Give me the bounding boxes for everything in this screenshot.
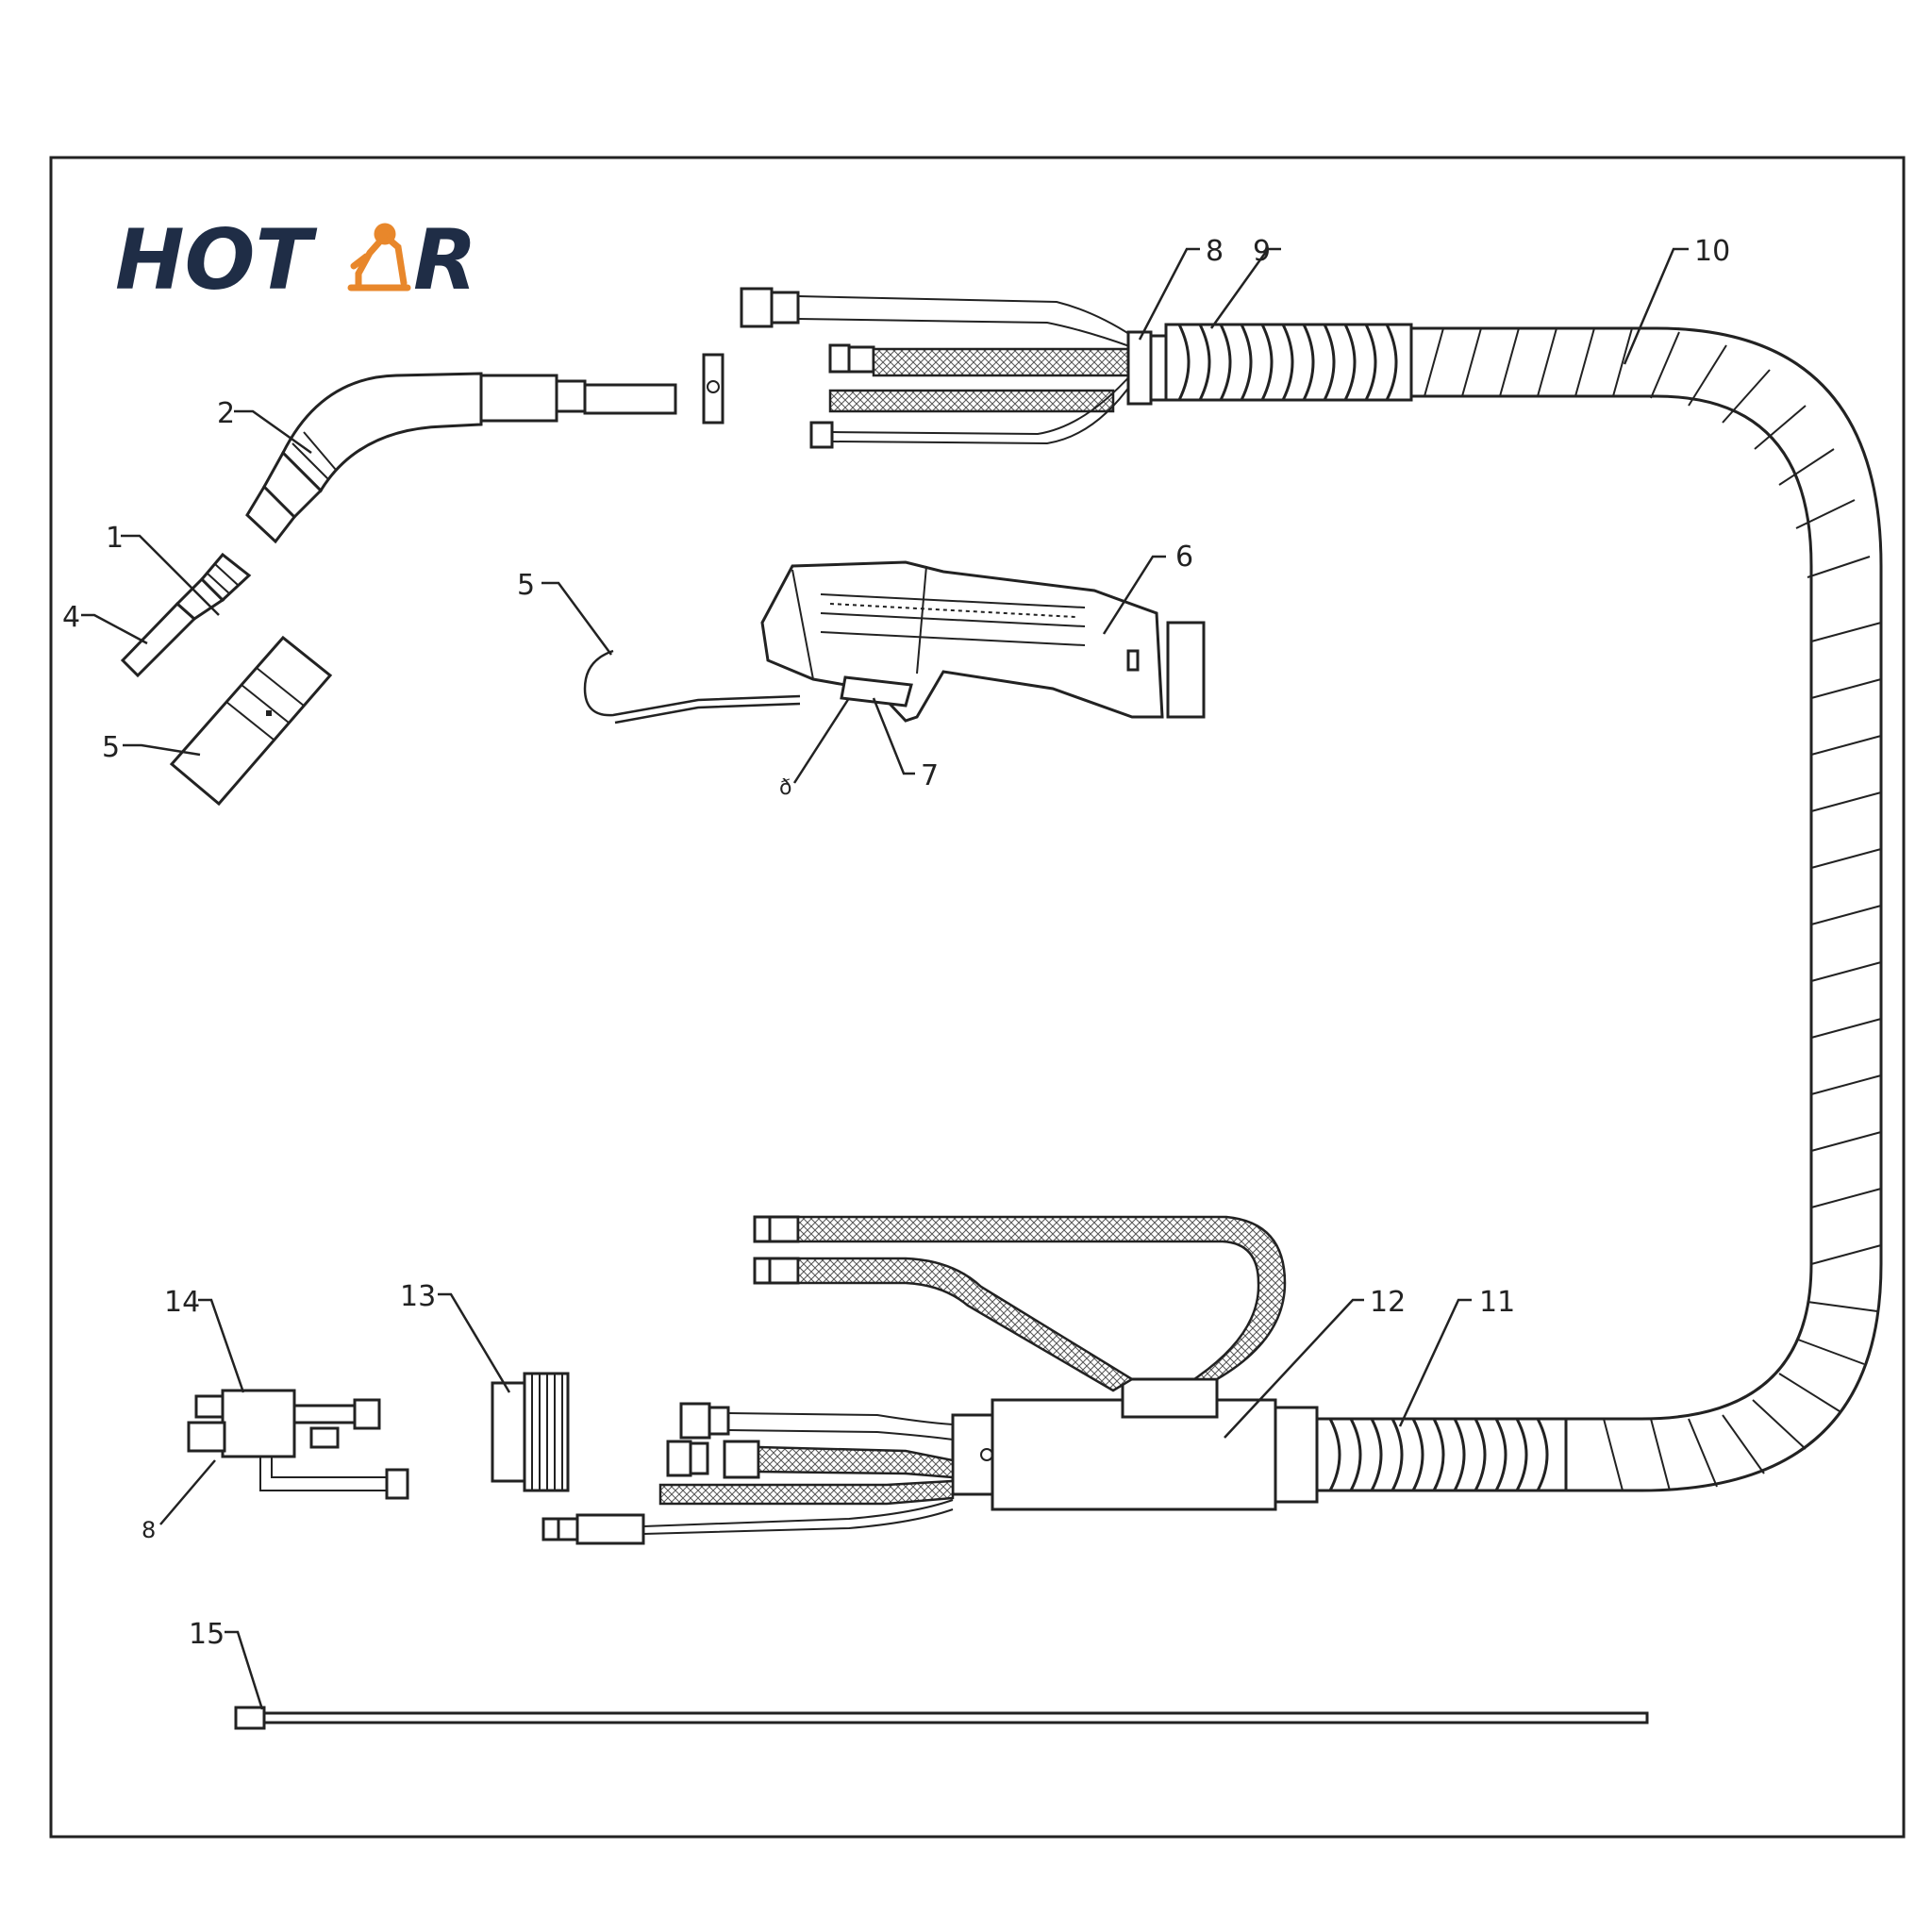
top-connector-bundle (740, 287, 1168, 449)
callout-1: 1 (106, 522, 124, 555)
callout-11: 11 (1479, 1286, 1515, 1319)
callout-2: 2 (217, 397, 235, 430)
callout-13: 13 (400, 1280, 436, 1313)
callout-7-secondary: ð (779, 776, 791, 800)
bottom-coolant-hoses (753, 1215, 1287, 1392)
callout-10: 10 (1694, 235, 1730, 268)
callout-15: 15 (189, 1618, 225, 1651)
main-hose (1409, 326, 1883, 1492)
brand-logo: HOT R (115, 211, 477, 308)
callout-14: 14 (164, 1286, 200, 1319)
callout-9: 9 (1253, 235, 1271, 268)
top-spring-cover (1164, 323, 1413, 402)
callout-leaders (81, 247, 1689, 1710)
insulator-part (702, 353, 724, 425)
bottom-spring-cover (1315, 1417, 1568, 1492)
swan-neck-part (245, 372, 677, 544)
callout-4: 4 (62, 601, 80, 634)
drawing-border (49, 156, 1906, 1839)
callout-5-hook: 5 (517, 569, 535, 602)
coupling-nut-part (491, 1372, 570, 1492)
callout-7: 7 (921, 759, 939, 792)
callout-labels: 1 2 4 5 5 6 7 ð 8 9 10 11 12 13 14 8 15 (62, 235, 1730, 1651)
liner-part (234, 1706, 1649, 1730)
callout-5-nozzle: 5 (102, 731, 120, 764)
robot-arm-icon (347, 223, 411, 291)
callout-6: 6 (1175, 541, 1193, 574)
nozzle-part (169, 635, 333, 807)
callout-8: 8 (1206, 235, 1224, 268)
handle-part (760, 560, 1206, 723)
callout-12: 12 (1370, 1286, 1406, 1319)
callout-14-secondary: 8 (142, 1517, 156, 1543)
logo-text-right: R (413, 211, 477, 308)
hook-spring-part (583, 649, 801, 717)
contact-tip-part (120, 552, 252, 678)
bottom-connector-bundle (541, 1402, 955, 1545)
central-connector-part (187, 1389, 409, 1500)
logo-text-left: HOT (115, 211, 317, 308)
rear-body-part (951, 1377, 1319, 1511)
